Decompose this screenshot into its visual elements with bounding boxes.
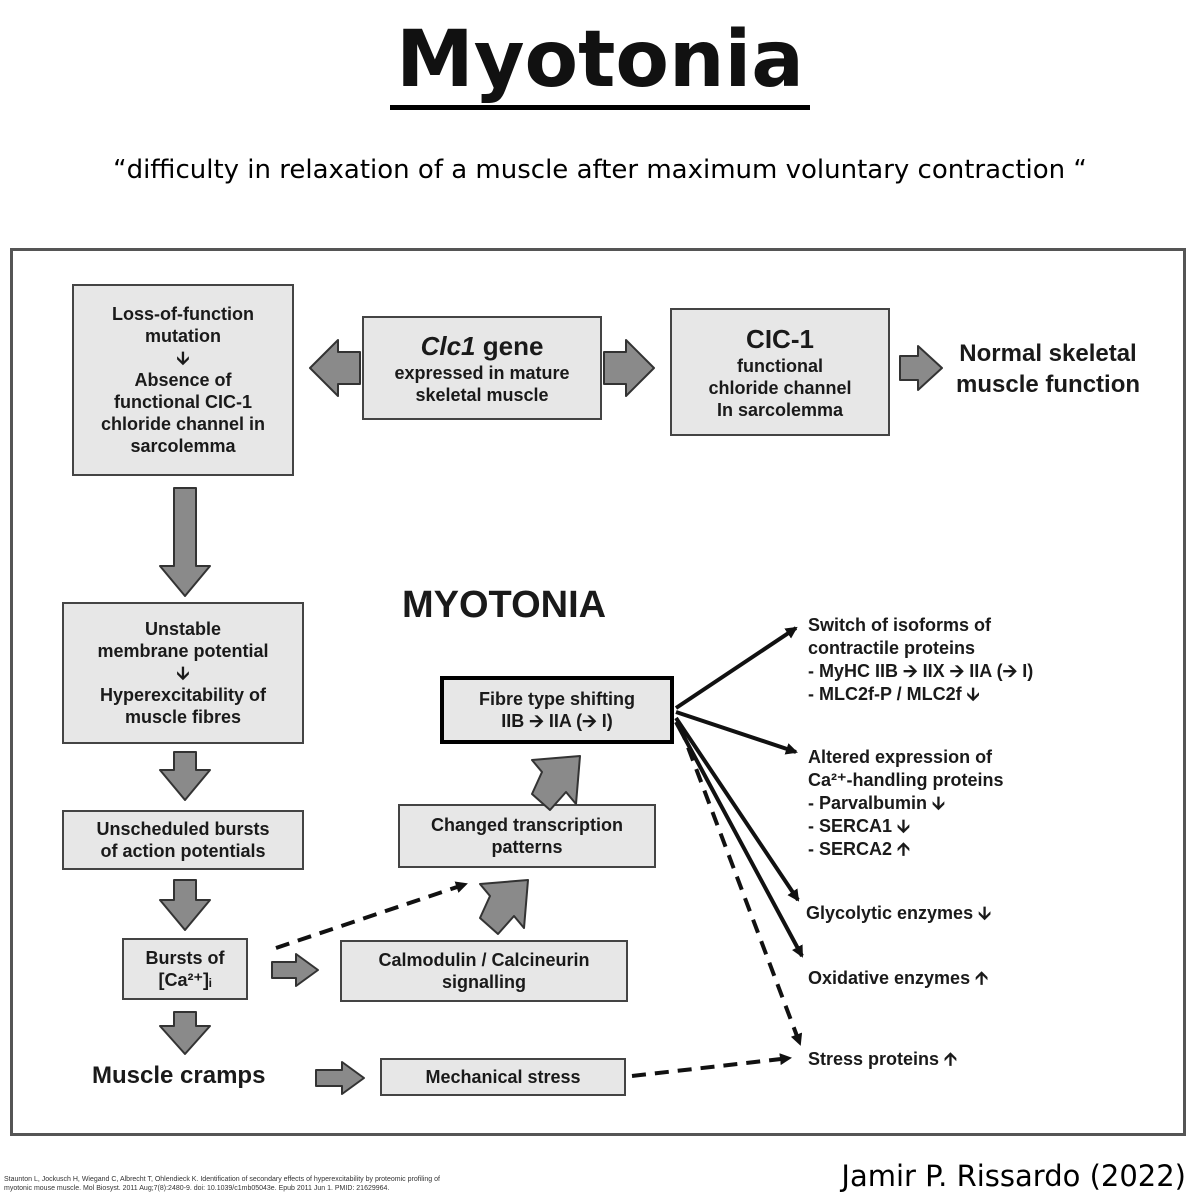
loss-of-function-box: Loss-of-function mutation 🡫 Absence of f… — [72, 284, 294, 476]
glycolytic-enzymes-text: Glycolytic enzymes 🡫 — [806, 903, 992, 923]
switch-isoforms-text: Switch of isoforms of contractile protei… — [808, 615, 1034, 704]
calmodulin-box: Calmodulin / Calcineurin signalling — [340, 940, 628, 1002]
normal-muscle-function: Normal skeletal muscle function — [956, 340, 1141, 398]
down-arrow-icon: 🡫 — [176, 348, 190, 368]
definition-subtitle: “difficulty in relaxation of a muscle af… — [113, 155, 1087, 185]
stress-proteins-text: Stress proteins 🡩 — [808, 1049, 957, 1069]
bursts-calcium-box: Bursts of [Ca²⁺]ᵢ — [122, 938, 248, 1000]
down-arrow-icon: 🡫 — [176, 663, 190, 683]
myotonia-label: MYOTONIA — [402, 584, 607, 626]
clc1-gene-box: Clc1 gene expressed in mature skeletal m… — [362, 316, 602, 420]
mechanical-stress-box: Mechanical stress — [380, 1058, 626, 1096]
clc1-channel-box: CIC-1 functional chloride channel In sar… — [670, 308, 890, 436]
fibre-type-box: Fibre type shifting IIB 🡪 IIA (🡪 I) — [440, 676, 674, 744]
unscheduled-bursts-box: Unscheduled bursts of action potentials — [62, 810, 304, 870]
transcription-box: Changed transcription patterns — [398, 804, 656, 868]
unstable-membrane-box: Unstable membrane potential 🡫 Hyperexcit… — [62, 602, 304, 744]
muscle-cramps-label: Muscle cramps — [92, 1062, 266, 1089]
page-title: Myotonia — [0, 10, 1200, 110]
citation-text: Staunton L, Jockusch H, Wiegand C, Albre… — [4, 1176, 440, 1192]
author-credit: Jamir P. Rissardo (2022) — [841, 1159, 1186, 1193]
oxidative-enzymes-text: Oxidative enzymes 🡩 — [808, 968, 989, 988]
altered-expression-text: Altered expression of Ca²⁺-handling prot… — [808, 747, 1004, 859]
